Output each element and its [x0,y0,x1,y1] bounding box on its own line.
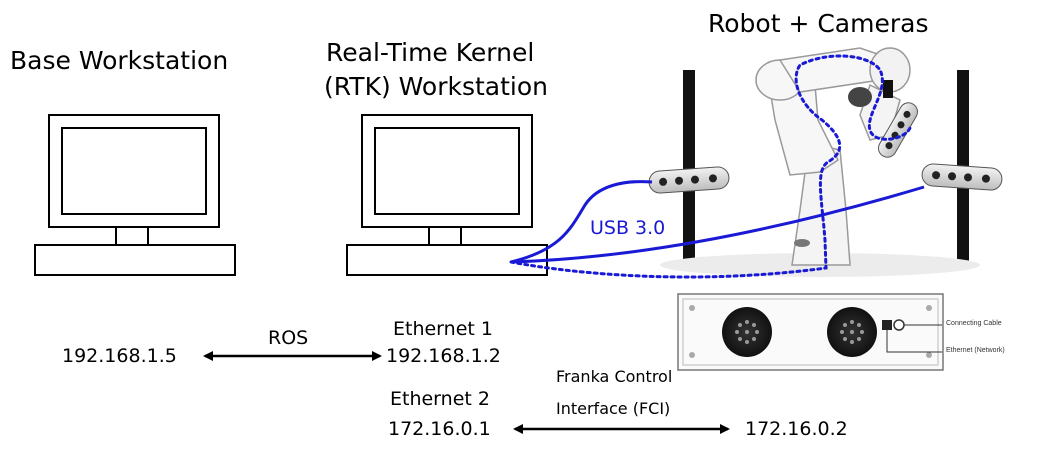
base-workstation-icon [34,114,236,276]
rtk-title-line2: (RTK) Workstation [324,72,549,101]
connecting-cable-label: Connecting Cable [946,320,1002,327]
robot-internal-cable [509,54,912,279]
left-camera-post [683,70,695,265]
fci-label-line1: Franka Control [556,367,673,386]
left-camera-icon [648,166,730,194]
ethernet-network-label: Ethernet (Network) [946,347,1005,354]
usb-label: USB 3.0 [590,217,666,239]
ethernet1-ip: 192.168.1.2 [386,345,501,367]
rtk-title-line1: Real-Time Kernel [326,38,535,67]
ros-label: ROS [268,327,309,349]
base-workstation-title: Base Workstation [10,46,229,75]
controller-box-icon [677,293,944,371]
robot-arm-icon [660,47,980,277]
ethernet2-label: Ethernet 2 [390,388,490,410]
right-camera-icon [921,163,1003,191]
fci-label-line2: Interface (FCI) [556,399,671,418]
robot-ip: 172.16.0.2 [745,418,848,440]
usb-cable-right [510,185,925,264]
ethernet2-ip: 172.16.0.1 [388,418,491,440]
usb-cable-left [510,180,653,264]
robot-cameras-title: Robot + Cameras [708,9,929,38]
rtk-workstation-icon [346,114,548,276]
ethernet1-label: Ethernet 1 [393,318,493,340]
base-ip: 192.168.1.5 [62,345,177,367]
